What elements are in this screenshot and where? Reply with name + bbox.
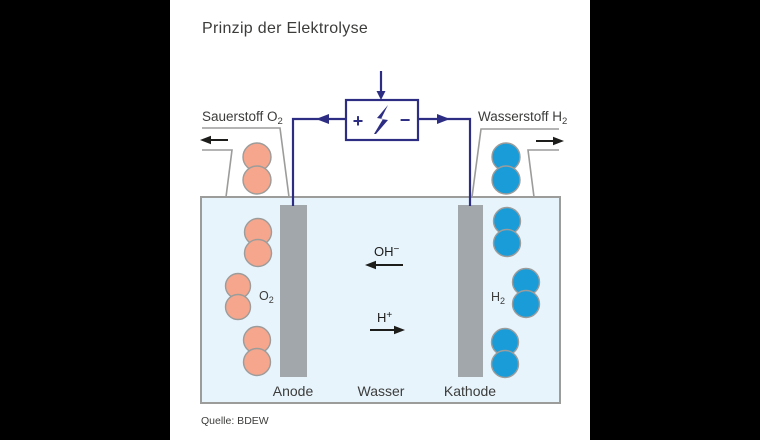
right-funnel-inner-wall <box>527 149 559 198</box>
hydrogen-outlet-subscript: 2 <box>562 116 567 127</box>
anode-electrode <box>280 205 307 377</box>
power-source: + − <box>344 71 420 142</box>
cathode-wire-arrow-icon <box>437 114 450 124</box>
cathode-label: Kathode <box>444 383 496 399</box>
h2-base: H <box>491 290 500 304</box>
anode-wire <box>291 117 346 206</box>
oxygen-bubble-pair-top <box>243 217 273 268</box>
left-funnel-inner-wall <box>202 149 233 198</box>
hydrogen-exit-arrow-icon <box>536 136 564 146</box>
hydrogen-bubble-pair-middle <box>511 267 541 319</box>
water-label: Wasser <box>358 383 405 399</box>
o2-molecule-label: O2 <box>259 289 274 305</box>
page-title: Prinzip der Elektrolyse <box>202 20 368 37</box>
power-source-box <box>344 98 420 142</box>
hydroxide-ion-label: OH− <box>374 244 400 259</box>
left-funnel-outer-wall <box>202 127 290 198</box>
oxygen-outlet-text: Sauerstoff O <box>202 109 278 124</box>
anode-label: Anode <box>273 383 314 399</box>
h2-subscript: 2 <box>500 296 505 306</box>
proton-ion-label: H+ <box>377 310 392 325</box>
h2-molecule-label: H2 <box>491 290 505 306</box>
plus-terminal: + <box>353 111 364 131</box>
oxygen-outlet-subscript: 2 <box>278 116 283 127</box>
electrolysis-diagram: Prinzip der Elektrolyse + <box>200 20 567 427</box>
power-input-arrow-icon <box>376 91 386 100</box>
oxygen-exit-arrow-icon <box>200 135 228 145</box>
proton-direction-arrow-icon <box>370 325 405 335</box>
oxygen-outlet-label: Sauerstoff O2 <box>202 109 283 127</box>
minus-terminal: − <box>400 110 411 130</box>
hydrogen-bubble-pair-bottom <box>490 327 520 379</box>
proton-superscript: + <box>386 310 392 321</box>
hydrogen-bubble-pair-funnel <box>491 142 521 195</box>
proton-base: H <box>377 310 386 325</box>
o2-subscript: 2 <box>269 295 274 305</box>
hydrogen-bubble-pair-top <box>492 206 522 258</box>
oxygen-bubble-pair-middle <box>224 272 252 321</box>
source-attribution: Quelle: BDEW <box>201 415 269 427</box>
hydrogen-outlet-label: Wasserstoff H2 <box>478 109 567 127</box>
hydroxide-superscript: − <box>394 244 400 255</box>
right-funnel-outer-wall <box>471 128 559 198</box>
diagram-panel: Prinzip der Elektrolyse + <box>170 0 590 440</box>
hydroxide-direction-arrow-icon <box>365 260 403 270</box>
o2-base: O <box>259 289 269 303</box>
cathode-electrode <box>458 205 483 377</box>
hydroxide-base: OH <box>374 244 394 259</box>
cathode-wire <box>418 117 472 206</box>
hydrogen-outlet-text: Wasserstoff H <box>478 109 562 124</box>
oxygen-bubble-pair-funnel <box>242 142 272 195</box>
anode-wire-arrow-icon <box>316 114 329 124</box>
oxygen-bubble-pair-bottom <box>242 325 272 377</box>
